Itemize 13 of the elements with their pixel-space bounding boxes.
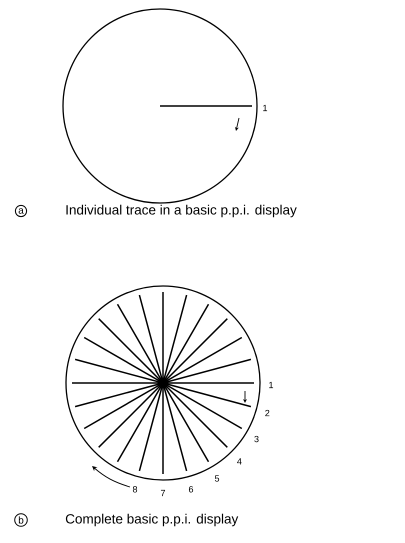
panel-letter: a <box>14 204 28 218</box>
trace-number: 2 <box>265 410 270 416</box>
trace-number: 4 <box>237 458 242 464</box>
trace-number: 5 <box>214 475 220 482</box>
caption: Complete basic p.p.i. display <box>66 514 238 526</box>
caption: Individual trace in a basic p.p.i. display <box>66 204 297 218</box>
trace-number: 1 <box>269 382 274 388</box>
trace-number: 3 <box>254 436 259 442</box>
panel-letter: b <box>14 513 28 527</box>
trace-number: 7 <box>160 490 166 496</box>
trace-number: 1 <box>263 104 268 112</box>
trace-number: 8 <box>132 486 138 492</box>
trace-number: 6 <box>188 486 194 492</box>
